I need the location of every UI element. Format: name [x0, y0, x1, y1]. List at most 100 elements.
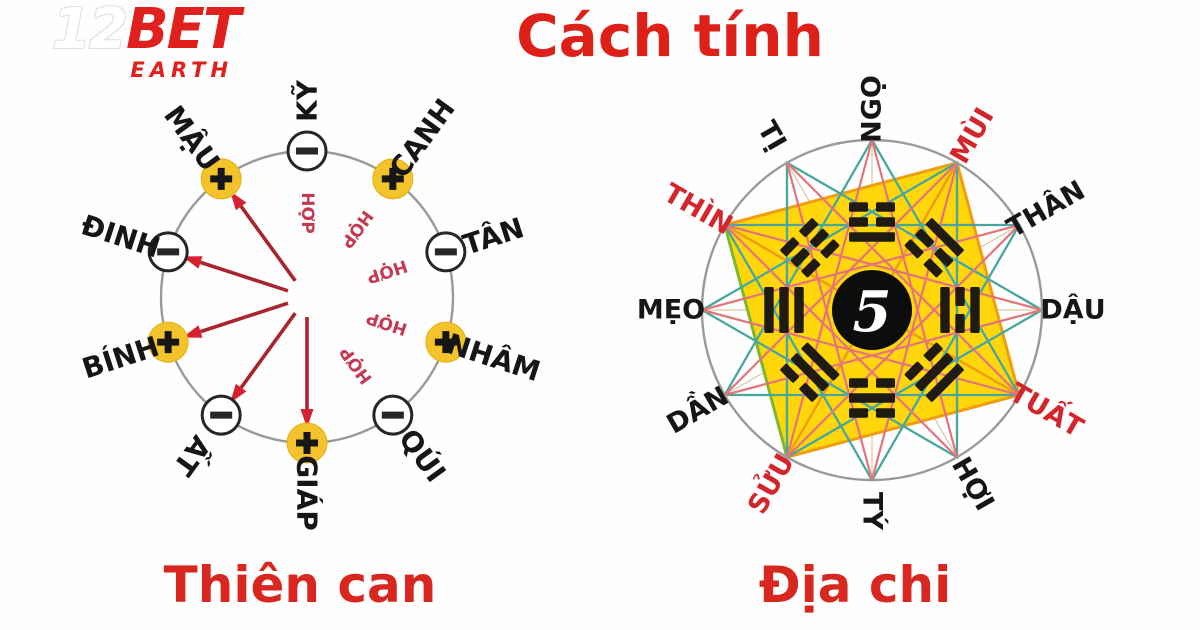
trigram-line: [849, 408, 868, 418]
trigram-0: [849, 202, 895, 242]
star-line-6: [785, 162, 874, 481]
trigram-line: [794, 287, 804, 333]
trigram-line: [790, 353, 829, 392]
stem-label-3: NHÂM: [442, 326, 544, 388]
star-line-11: [786, 161, 1021, 396]
tam-hop-triangle-2: [722, 223, 1022, 483]
star-line-5: [723, 224, 958, 459]
branch-label-9: MẸO: [637, 295, 705, 326]
trigram-line: [849, 217, 868, 227]
trigram-line: [955, 314, 965, 333]
stem-label-5: GIÁP: [291, 455, 325, 531]
trigram-line: [923, 342, 943, 362]
trigram-line: [904, 361, 924, 381]
hop-arrow-1: [199, 260, 289, 293]
star-line-1: [870, 162, 959, 481]
branch-label-6: TÝ: [857, 492, 889, 530]
trigram-line: [764, 287, 774, 333]
hop-label-3: HỢP: [364, 307, 410, 339]
trigram-line: [820, 239, 840, 259]
trigram-line: [934, 247, 954, 267]
logo-bet: BET: [125, 0, 241, 62]
hop-label-2: HỢP: [364, 255, 410, 287]
hop-arrowhead-1: [182, 256, 203, 269]
trigram-line: [970, 287, 980, 333]
trigram-line: [849, 378, 868, 388]
trigram-line: [849, 202, 868, 212]
hop-arrow-2: [199, 301, 289, 334]
trigram-line: [801, 342, 840, 381]
hop-label-4: HỢP: [336, 342, 377, 387]
branch-label-1: MÙI: [943, 102, 1000, 169]
logo-12: 12: [52, 0, 128, 62]
center-disc: [832, 270, 912, 350]
star-line-3: [724, 308, 1043, 397]
trigram-line: [799, 382, 819, 402]
trigram-6: [764, 287, 804, 333]
logo-earth: EARTH: [130, 58, 234, 82]
hop-arrowhead-3: [230, 383, 247, 403]
trigram-line: [904, 239, 924, 259]
star-line-0: [870, 139, 959, 458]
stem-label-1: CANH: [383, 93, 462, 184]
trigram-line: [801, 258, 821, 278]
branch-label-11: TỊ: [751, 116, 792, 156]
branch-label-3: DẬU: [1040, 294, 1105, 326]
trigram-4: [849, 378, 895, 418]
trigram-3: [904, 342, 964, 402]
stem-label-0: KỸ: [290, 79, 324, 122]
trigram-line: [849, 232, 895, 242]
trigram-line: [876, 408, 895, 418]
star-line-4: [701, 308, 1020, 397]
trigram-line: [799, 218, 819, 238]
star-line-2: [786, 224, 1021, 459]
hop-label-0: HỢP: [297, 192, 317, 234]
trigram-line: [923, 258, 943, 278]
branch-label-5: HỢI: [945, 452, 1000, 516]
trigram-line: [780, 363, 800, 383]
caption-dia-chi: Địa chi: [758, 556, 952, 614]
star-line-10: [724, 223, 1043, 312]
star-line-9: [701, 223, 1020, 312]
trigram-line: [780, 237, 800, 257]
trigram-line: [779, 287, 789, 333]
trigram-5: [780, 342, 840, 402]
trigram-line: [790, 247, 810, 267]
stem-label-7: BÍNH: [78, 329, 163, 386]
stem-label-8: ĐINH: [77, 208, 164, 264]
tam-hop-triangle-1: [699, 160, 959, 460]
trigram-1: [904, 218, 964, 278]
caption-thien-can: Thiên can: [163, 556, 437, 614]
trigram-line: [925, 363, 964, 402]
trigram-line: [849, 393, 895, 403]
hop-arrow-3: [239, 312, 297, 389]
hop-arrowhead-2: [182, 325, 203, 338]
stem-label-2: TÂN: [458, 210, 528, 262]
star-line-7: [785, 139, 874, 458]
center-number: 5: [853, 279, 892, 345]
trigram-line: [876, 202, 895, 212]
hop-label-1: HỢP: [336, 206, 377, 251]
trigram-line: [915, 228, 935, 248]
branch-label-2: THÂN: [1001, 174, 1090, 244]
branch-label-10: THÌN: [658, 177, 738, 242]
hop-arrow-0: [239, 205, 297, 282]
trigram-line: [925, 218, 964, 257]
trigram-line: [876, 378, 895, 388]
trigram-7: [780, 218, 840, 278]
trigram-line: [955, 287, 965, 306]
trigram-line: [876, 217, 895, 227]
branch-label-4: TUẤT: [1004, 373, 1091, 444]
hop-arrowhead-0: [230, 191, 247, 211]
trigram-2: [940, 287, 980, 333]
trigram-line: [915, 353, 954, 392]
page-title: Cách tính: [516, 2, 824, 70]
star-line-8: [723, 161, 958, 396]
stem-label-6: ẤT: [166, 429, 221, 484]
branch-label-0: NGỌ: [857, 75, 888, 143]
branch-circle: [700, 138, 1044, 482]
trigram-line: [809, 228, 829, 248]
branch-label-8: DẦN: [660, 377, 735, 440]
